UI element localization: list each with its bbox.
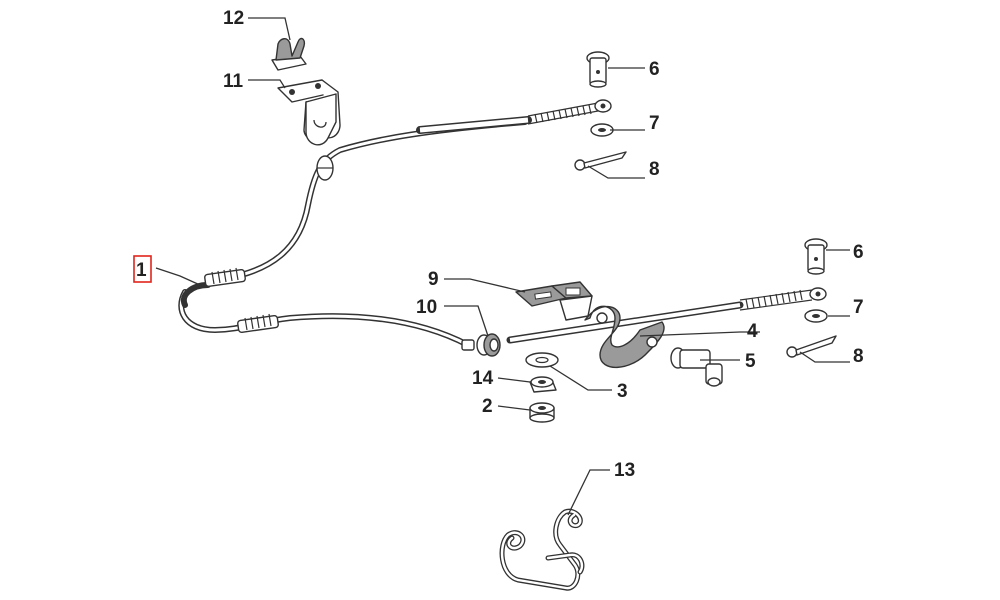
part-3-washer[interactable]	[525, 352, 559, 368]
callout-1[interactable]: 1	[136, 260, 147, 281]
leader-lines	[155, 17, 850, 516]
callout-13[interactable]: 13	[614, 460, 635, 481]
callout-3[interactable]: 3	[617, 381, 628, 402]
part-14-nut[interactable]	[529, 376, 557, 393]
hand-brake-cable[interactable]	[178, 99, 612, 351]
part-12-clip[interactable]	[271, 37, 307, 71]
callout-7-lower[interactable]: 7	[853, 297, 864, 318]
part-11-mount-bracket[interactable]	[277, 79, 341, 146]
lower-thread	[745, 289, 803, 310]
lower-rod[interactable]	[506, 287, 827, 369]
callout-12[interactable]: 12	[223, 8, 244, 29]
part-7-washer-upper[interactable]	[590, 123, 614, 137]
part-6-pin-lower[interactable]	[804, 238, 828, 275]
callout-5[interactable]: 5	[745, 351, 756, 372]
callout-14[interactable]: 14	[472, 368, 494, 389]
part-8-cotter-upper[interactable]	[574, 151, 627, 171]
part-13-spring-clip[interactable]	[499, 508, 585, 591]
callout-4[interactable]: 4	[747, 321, 758, 342]
part-10-grommet[interactable]	[476, 333, 501, 357]
callout-11[interactable]: 11	[223, 71, 244, 92]
callout-9[interactable]: 9	[428, 269, 439, 290]
part-8-cotter-lower[interactable]	[786, 335, 837, 358]
callout-labels: 12 11 6 7 8 6 7 8 9 10 4 5 3 14 2 13 1	[133, 8, 864, 481]
callout-1-selected[interactable]: 1	[133, 255, 152, 283]
callout-8-lower[interactable]: 8	[853, 346, 864, 367]
part-2-nut[interactable]	[529, 402, 555, 423]
callout-10[interactable]: 10	[416, 297, 437, 318]
callout-6-lower[interactable]: 6	[853, 242, 864, 263]
callout-2[interactable]: 2	[482, 396, 493, 417]
callout-6-upper[interactable]: 6	[649, 59, 660, 80]
callout-8-upper[interactable]: 8	[649, 159, 660, 180]
upper-thread	[534, 104, 592, 124]
part-7-washer-lower[interactable]	[804, 309, 828, 323]
part-5-stud[interactable]	[670, 347, 723, 387]
callout-7-upper[interactable]: 7	[649, 113, 660, 134]
part-6-pin-upper[interactable]	[586, 51, 610, 88]
part-9-bracket[interactable]	[515, 281, 593, 321]
selection-box	[133, 255, 152, 283]
